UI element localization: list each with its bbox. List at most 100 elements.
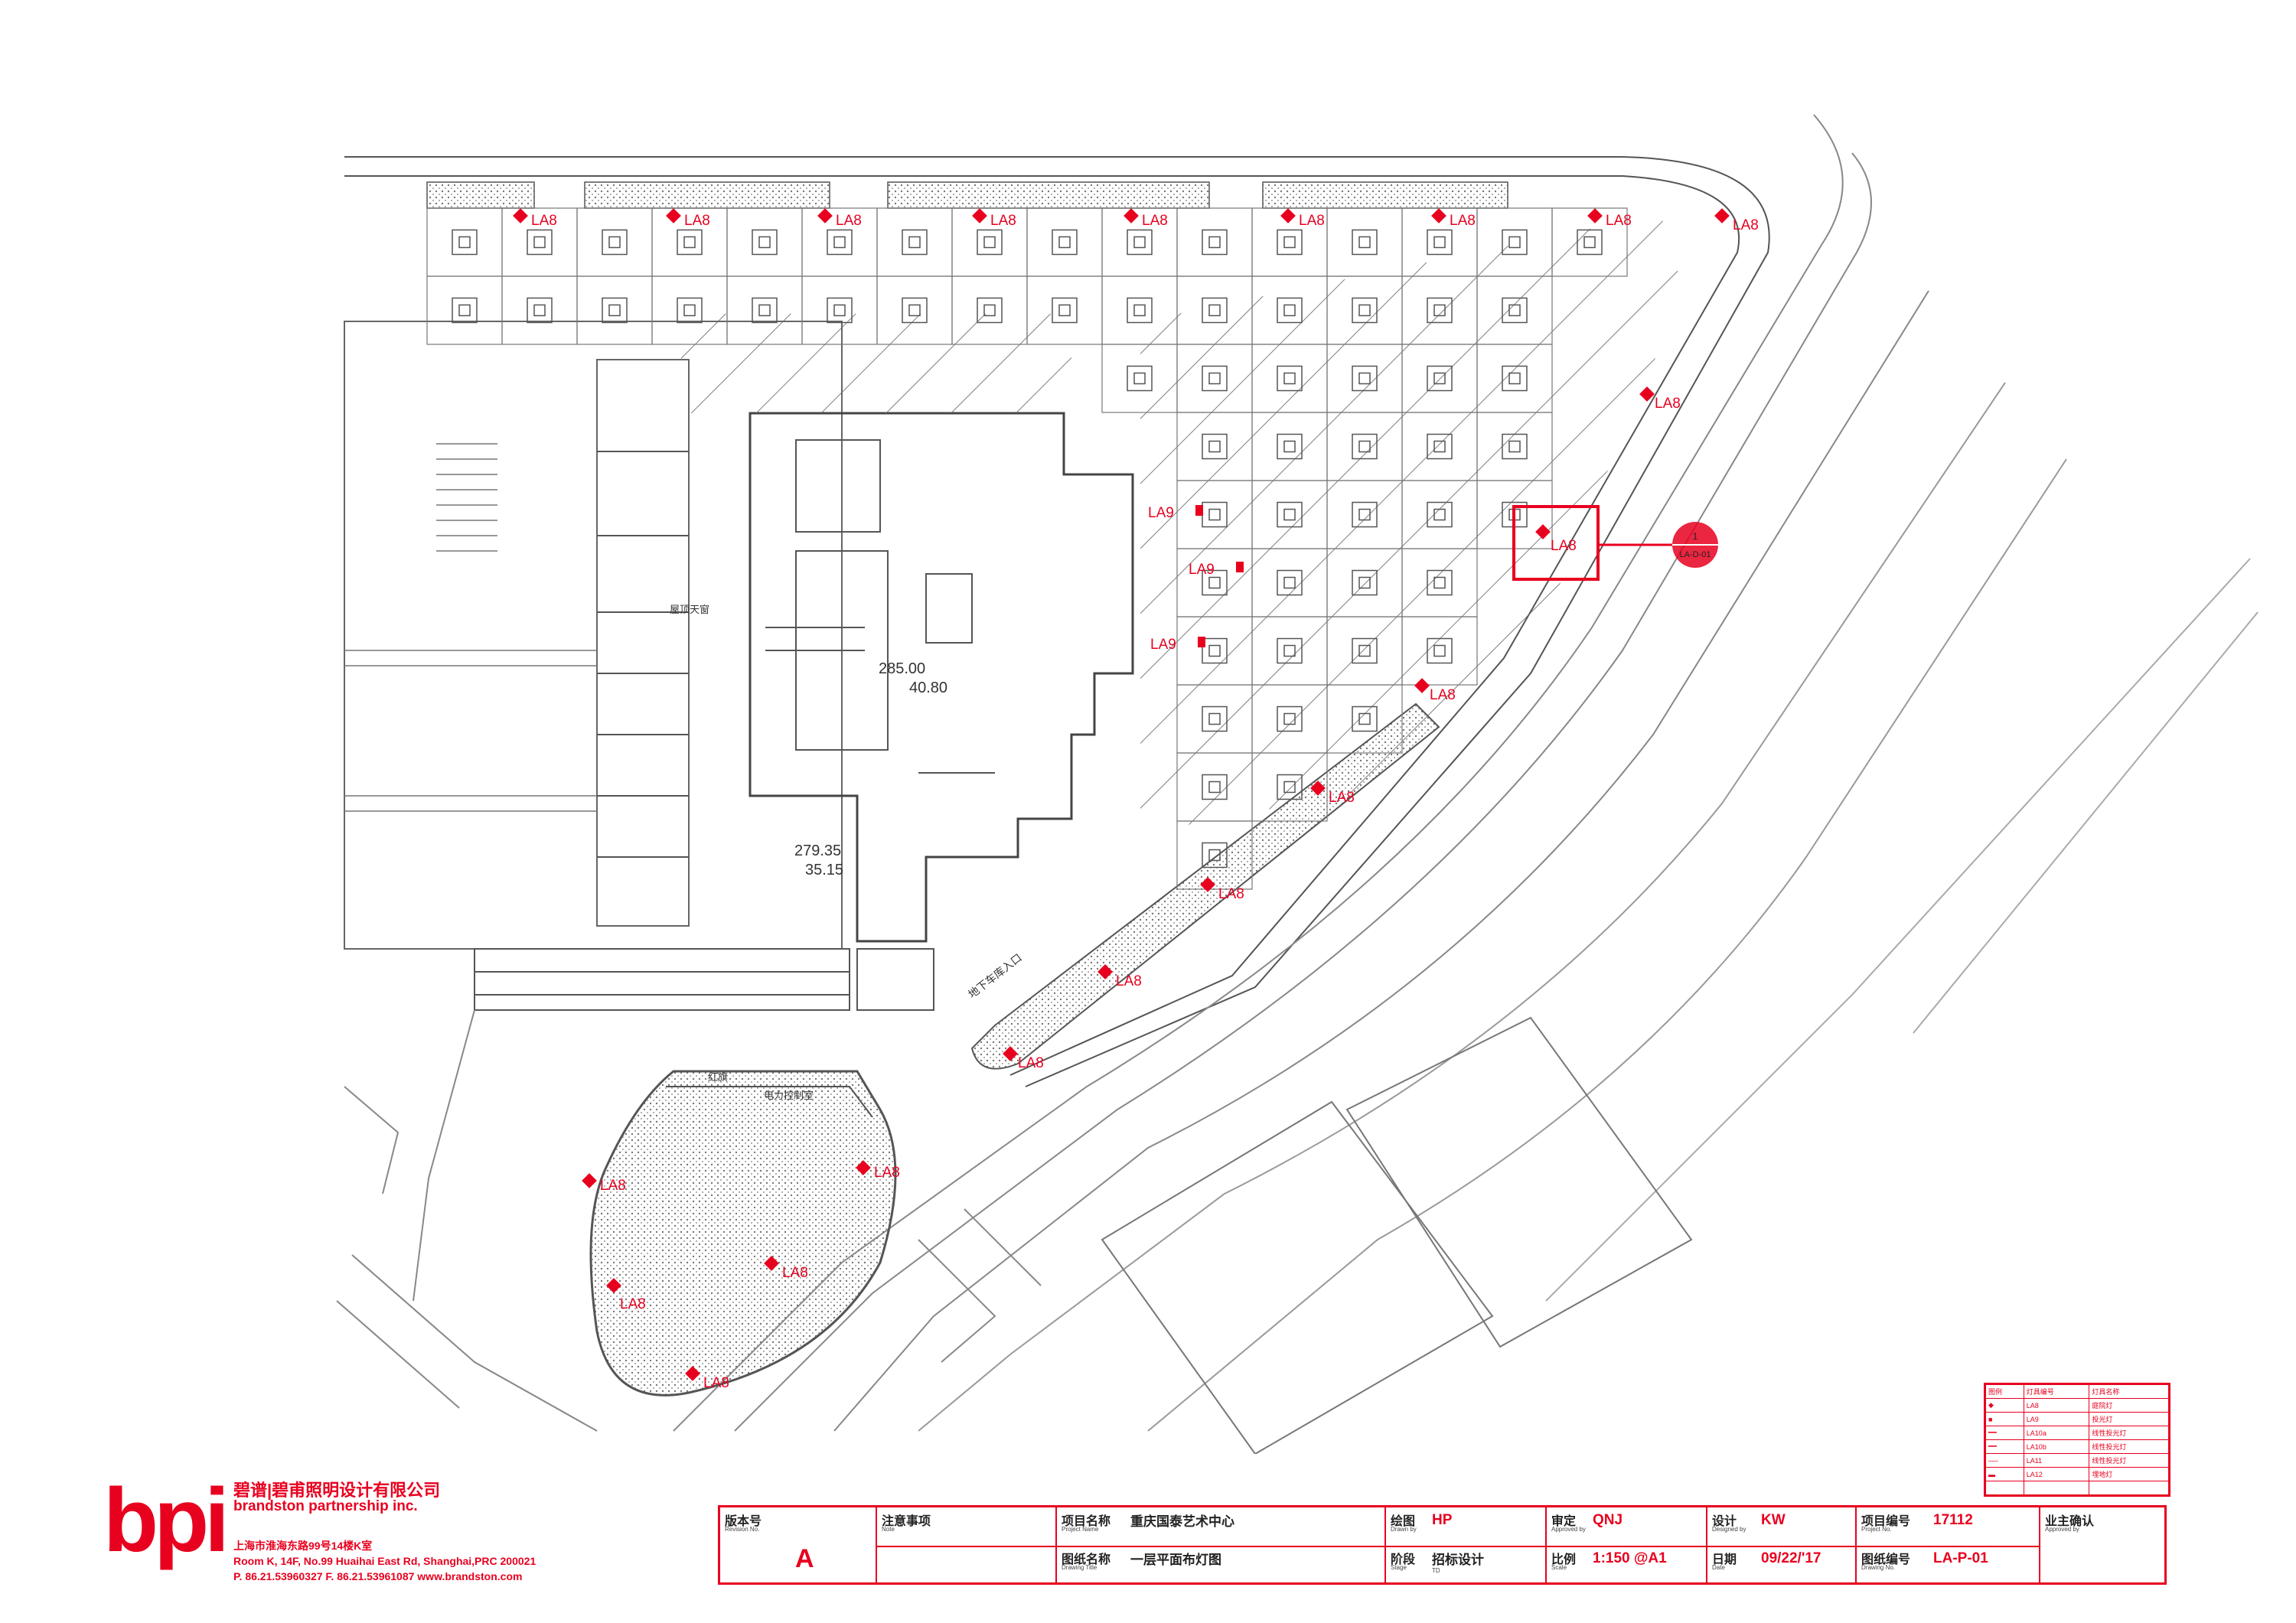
- flag-label: 红旗: [708, 1071, 728, 1083]
- legend-symbol-line-icon: ━━: [1985, 1439, 2024, 1454]
- revision-label: 版本号: [725, 1515, 762, 1528]
- legend-header-symbol: 图例: [1985, 1384, 2024, 1399]
- address-en: Room K, 14F, No.99 Huaihai East Rd, Shan…: [233, 1555, 536, 1567]
- fixture-label: LA9: [1150, 637, 1176, 653]
- date-label: 日期: [1712, 1553, 1737, 1566]
- fixture-marker-la9-icon: [1236, 562, 1244, 572]
- revision-value: A: [795, 1544, 814, 1573]
- approved-value: QNJ: [1593, 1512, 1623, 1528]
- scale-label-en: Scale: [1551, 1564, 1567, 1571]
- title-block: 版本号 Revision No. A 注意事项 Note 项目名称 Projec…: [718, 1505, 2167, 1585]
- paving-tile: [1176, 207, 1253, 277]
- paving-tile: [426, 207, 503, 277]
- fixture-marker-la9-icon: [1195, 505, 1203, 516]
- date-label-en: Date: [1712, 1564, 1725, 1571]
- fixture-marker-la8-icon: [1431, 208, 1446, 223]
- company-address: 上海市淮海东路99号14楼K室 Room K, 14F, No.99 Huaih…: [233, 1538, 536, 1584]
- legend-symbol-diamond-icon: ◆: [1985, 1398, 2024, 1413]
- legend-symbol-square-icon: ■: [1985, 1412, 2024, 1426]
- paving-tile: [1401, 616, 1478, 686]
- legend-code: LA10a: [2023, 1426, 2090, 1440]
- project-no-label-en: Project No.: [1861, 1526, 1892, 1533]
- project-no: 17112: [1933, 1512, 1973, 1528]
- fixture-label: LA8: [1733, 217, 1759, 233]
- project-no-label: 项目编号: [1861, 1515, 1911, 1528]
- electric-room-label: 电力控制室: [764, 1090, 814, 1101]
- paving-tile: [1326, 684, 1403, 754]
- legend-name: 线性投光灯: [2089, 1439, 2169, 1454]
- legend-empty: [1985, 1481, 2024, 1495]
- fixture-label: LA8: [684, 213, 710, 229]
- legend-name: 庭院灯: [2089, 1398, 2169, 1413]
- fixture-marker-la9-icon: [1198, 637, 1205, 647]
- approved-label: 审定: [1551, 1515, 1577, 1528]
- revision-label-en: Revision No.: [725, 1526, 760, 1533]
- elevation-top: 285.00: [879, 660, 925, 677]
- fixture-marker-la8-icon: [685, 1366, 700, 1381]
- date-value: 09/22/'17: [1761, 1550, 1821, 1566]
- project-name-label: 项目名称: [1062, 1515, 1111, 1528]
- company-name-en: brandston partnership inc.: [233, 1498, 418, 1514]
- fixture-label: LA8: [1116, 973, 1142, 989]
- company-logo: bpi 碧谱|碧甫照明设计有限公司 brandston partnership …: [103, 1475, 536, 1582]
- project-name-label-en: Project Name: [1062, 1526, 1099, 1533]
- legend-code: LA8: [2023, 1398, 2090, 1413]
- designed-value: KW: [1761, 1512, 1786, 1528]
- fixture-label: LA8: [1218, 886, 1244, 902]
- designed-label: 设计: [1712, 1515, 1737, 1528]
- detail-callout-number: 1: [1693, 531, 1698, 542]
- drawing-title-label-en: Drawing Title: [1062, 1564, 1097, 1571]
- legend-name: 线性投光灯: [2089, 1426, 2169, 1440]
- fixture-marker-la8-icon: [666, 208, 681, 223]
- legend-header-name: 灯具名称: [2089, 1384, 2169, 1399]
- fixture-marker-la8-icon: [1200, 877, 1215, 892]
- fixture-marker-la8-icon: [1280, 208, 1296, 223]
- fixture-marker-la8-icon: [856, 1160, 871, 1175]
- garage-entry-label: 地下车库入口: [966, 951, 1024, 1000]
- legend-code: LA9: [2023, 1412, 2090, 1426]
- drawing-title-label: 图纸名称: [1062, 1553, 1111, 1566]
- legend-name: 埋地灯: [2089, 1467, 2169, 1481]
- legend-code: LA10b: [2023, 1439, 2090, 1454]
- stage-value-en: TD: [1432, 1567, 1440, 1574]
- paving-tile: [1326, 207, 1403, 277]
- fixture-marker-la8-icon: [1639, 386, 1655, 402]
- fixture-label: LA8: [1606, 213, 1632, 229]
- paving-tile: [726, 207, 803, 277]
- fixture-label: LA8: [1299, 213, 1325, 229]
- project-name: 重庆国泰艺术中心: [1130, 1514, 1234, 1529]
- fixture-label: LA8: [600, 1178, 626, 1194]
- detail-highlight-box: [1512, 505, 1600, 581]
- approved-label-en: Approved by: [1551, 1526, 1586, 1533]
- paving-tile: [576, 275, 653, 345]
- note-label: 注意事项: [882, 1515, 931, 1528]
- fixture-label: LA8: [703, 1375, 729, 1391]
- fixture-label: LA8: [1329, 790, 1355, 806]
- paving-tile: [426, 275, 503, 345]
- fixture-marker-la8-icon: [1587, 208, 1603, 223]
- fixture-label: LA9: [1189, 562, 1215, 578]
- drawing-no-label-en: Drawing No.: [1861, 1564, 1896, 1571]
- fixture-marker-la8-icon: [972, 208, 987, 223]
- fixture-label: LA8: [620, 1296, 646, 1312]
- legend-name: 投光灯: [2089, 1412, 2169, 1426]
- site-lighting-plan: 1 LA-D-01 屋顶天窗 285.00 40.80 279.35 35.15…: [336, 114, 2258, 1454]
- fixture-label: LA8: [1430, 687, 1456, 703]
- legend-symbol-bar-icon: ▬: [1985, 1467, 2024, 1481]
- drawing-no: LA-P-01: [1933, 1550, 1988, 1566]
- stage-value: 招标设计: [1432, 1553, 1484, 1567]
- owner-approval-label-en: Approved by: [2045, 1526, 2079, 1533]
- fixture-marker-la8-icon: [1414, 678, 1430, 693]
- fixture-marker-la8-icon: [1124, 208, 1139, 223]
- scale-label: 比例: [1551, 1553, 1577, 1566]
- paving-tile: [1026, 207, 1103, 277]
- paving-tile: [1251, 752, 1328, 822]
- fixture-label: LA8: [1551, 538, 1577, 554]
- fixture-label: LA8: [1018, 1055, 1044, 1071]
- legend-symbol-line-icon: ━━: [1985, 1426, 2024, 1440]
- fixture-marker-la8-icon: [582, 1173, 597, 1188]
- fixture-marker-la8-icon: [606, 1278, 621, 1293]
- detail-callout-ref: LA-D-01: [1680, 550, 1711, 559]
- fixture-label: LA8: [990, 213, 1016, 229]
- drawn-label-en: Drawn by: [1391, 1526, 1417, 1533]
